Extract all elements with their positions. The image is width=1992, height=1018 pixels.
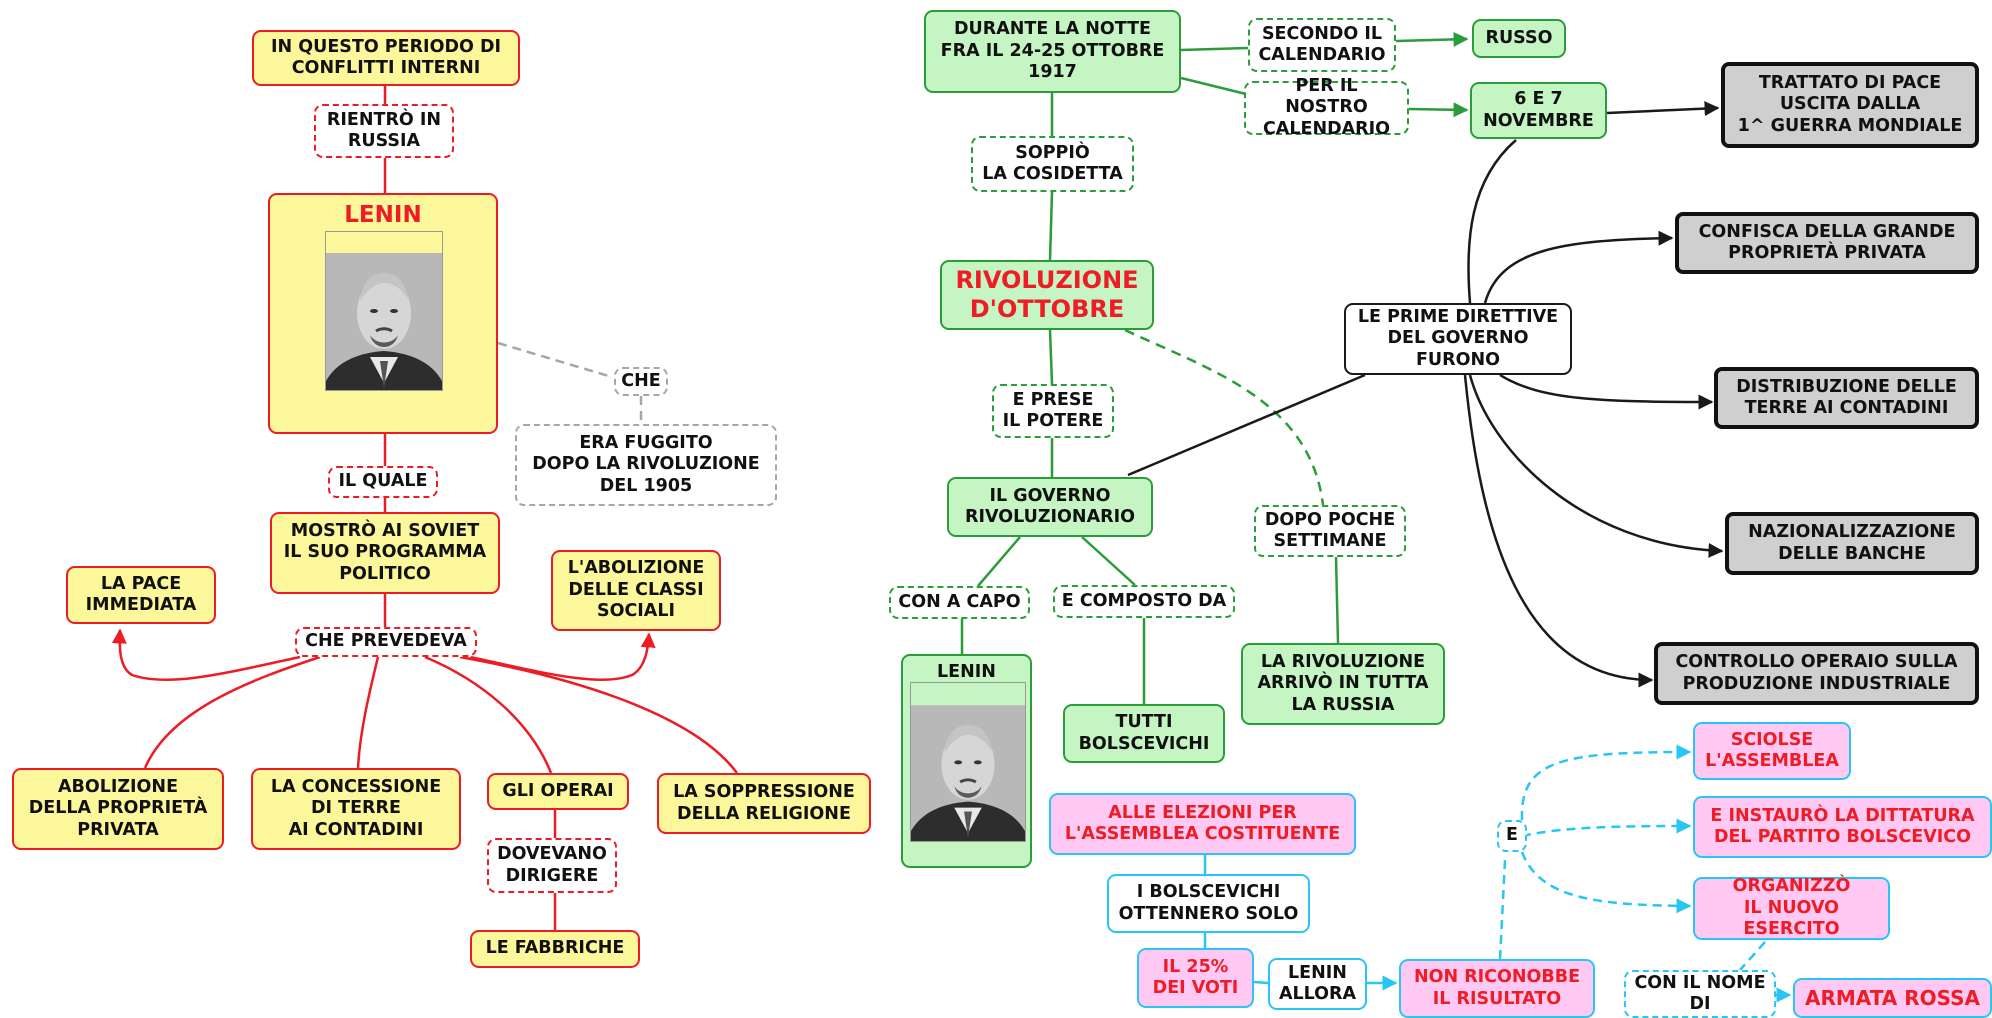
node-e-prese-il-potere: E PRESE IL POTERE — [992, 384, 1114, 438]
node-organizzo-esercito: ORGANIZZÒ IL NUOVO ESERCITO — [1693, 876, 1890, 940]
node-che-prevedeva: CHE PREVEDEVA — [295, 627, 477, 657]
node-la-pace-immediata: LA PACE IMMEDIATA — [66, 566, 216, 624]
lenin-small-portrait-image — [910, 682, 1026, 842]
node-nazionalizzazione-banche: NAZIONALIZZAZIONE DELLE BANCHE — [1725, 512, 1979, 575]
node-soppressione-religione: LA SOPPRESSIONE DELLA RELIGIONE — [657, 773, 871, 834]
node-il-quale: IL QUALE — [328, 466, 438, 498]
lenin-title: LENIN — [344, 202, 422, 228]
node-concessione-terre: LA CONCESSIONE DI TERRE AI CONTADINI — [251, 768, 461, 850]
lenin-small-title: LENIN — [937, 662, 996, 682]
node-dopo-poche-settimane: DOPO POCHE SETTIMANE — [1254, 505, 1406, 557]
node-6-7-novembre: 6 E 7 NOVEMBRE — [1470, 82, 1607, 139]
node-governo-rivoluzionario: IL GOVERNO RIVOLUZIONARIO — [947, 477, 1153, 537]
node-russo: RUSSO — [1472, 19, 1566, 58]
node-le-fabbriche: LE FABBRICHE — [470, 930, 640, 968]
node-con-il-nome-di: CON IL NOME DI — [1624, 970, 1776, 1018]
node-gli-operai: GLI OPERAI — [487, 773, 629, 810]
node-lenin-small: LENIN — [901, 654, 1032, 868]
node-i-bolscevichi-ottennero: I BOLSCEVICHI OTTENNERO SOLO — [1107, 874, 1310, 933]
node-dovevano-dirigere: DOVEVANO DIRIGERE — [487, 838, 617, 893]
node-lenin: LENIN — [268, 193, 498, 434]
node-e-composto-da: E COMPOSTO DA — [1053, 585, 1235, 618]
portrait-photo-small-icon — [911, 705, 1025, 841]
node-era-fuggito: ERA FUGGITO DOPO LA RIVOLUZIONE DEL 1905 — [515, 424, 777, 506]
node-instauro-dittatura: E INSTAURÒ LA DITTATURA DEL PARTITO BOLS… — [1693, 796, 1992, 858]
node-armata-rossa: ARMATA ROSSA — [1793, 978, 1992, 1018]
node-rivoluzione-arrivo: LA RIVOLUZIONE ARRIVÒ IN TUTTA LA RUSSIA — [1241, 643, 1445, 725]
node-con-a-capo: CON A CAPO — [889, 586, 1030, 619]
node-conflitti-interni: IN QUESTO PERIODO DI CONFLITTI INTERNI — [252, 30, 520, 86]
node-sciolse-assemblea: SCIOLSE L'ASSEMBLEA — [1693, 722, 1851, 780]
node-controllo-operaio: CONTROLLO OPERAIO SULLA PRODUZIONE INDUS… — [1654, 642, 1979, 705]
node-lenin-allora: LENIN ALLORA — [1268, 958, 1367, 1010]
node-e-connector: E — [1497, 820, 1527, 852]
node-soppio-la-cosidetta: SOPPIÒ LA COSIDETTA — [971, 136, 1134, 192]
node-mostro-soviet: MOSTRÒ AI SOVIET IL SUO PROGRAMMA POLITI… — [270, 512, 500, 594]
node-abolizione-proprieta: ABOLIZIONE DELLA PROPRIETÀ PRIVATA — [12, 768, 224, 850]
node-rientro-russia: RIENTRÒ IN RUSSIA — [314, 104, 454, 158]
lenin-portrait-image — [325, 231, 443, 391]
node-alle-elezioni: ALLE ELEZIONI PER L'ASSEMBLEA COSTITUENT… — [1049, 793, 1356, 855]
node-tutti-bolscevichi: TUTTI BOLSCEVICHI — [1063, 704, 1225, 763]
node-non-riconobbe: NON RICONOBBE IL RISULTATO — [1399, 959, 1595, 1018]
node-confisca: CONFISCA DELLA GRANDE PROPRIETÀ PRIVATA — [1675, 212, 1979, 274]
node-il-25-percento: IL 25% DEI VOTI — [1137, 948, 1254, 1008]
node-durante-la-notte: DURANTE LA NOTTE FRA IL 24-25 OTTOBRE 19… — [924, 10, 1181, 93]
node-rivoluzione-ottobre: RIVOLUZIONE D'OTTOBRE — [940, 260, 1154, 330]
node-secondo-il-calendario: SECONDO IL CALENDARIO — [1248, 18, 1396, 72]
node-distribuzione-terre: DISTRIBUZIONE DELLE TERRE AI CONTADINI — [1714, 367, 1979, 429]
node-trattato-di-pace: TRATTATO DI PACE USCITA DALLA 1^ GUERRA … — [1721, 62, 1979, 148]
node-per-il-nostro-calendario: PER IL NOSTRO CALENDARIO — [1244, 76, 1409, 139]
portrait-photo-icon — [326, 253, 442, 390]
node-abolizione-classi: L'ABOLIZIONE DELLE CLASSI SOCIALI — [551, 550, 721, 631]
node-prime-direttive: LE PRIME DIRETTIVE DEL GOVERNO FURONO — [1344, 303, 1572, 375]
node-che: CHE — [614, 367, 668, 396]
